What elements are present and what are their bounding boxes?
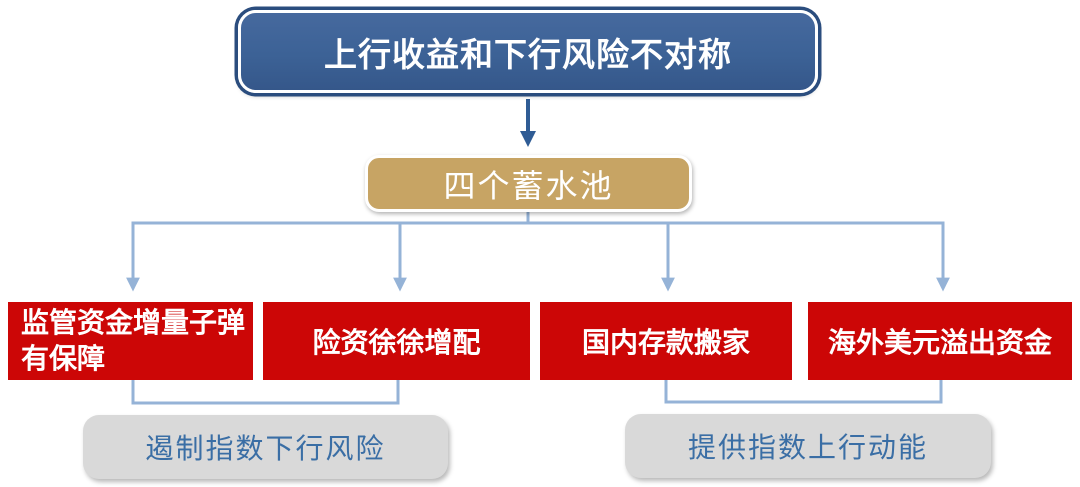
- bracket-left: [131, 380, 400, 405]
- reservoir-box-insurance-funds: 险资徐徐增配: [263, 302, 530, 380]
- outcome-upside-text: 提供指数上行动能: [687, 432, 928, 463]
- bracket-right: [664, 380, 943, 404]
- reservoir-box-domestic-deposits: 国内存款搬家: [540, 302, 792, 380]
- title-text: 上行收益和下行风险不对称: [324, 35, 732, 73]
- reservoir-box-regulatory-funds: 监管资金增量子弹 有保障: [8, 302, 253, 380]
- title-box: 上行收益和下行风险不对称: [238, 10, 818, 93]
- outcome-box-downside: 遏制指数下行风险: [83, 415, 448, 479]
- outcome-box-upside: 提供指数上行动能: [625, 414, 991, 478]
- hub-text: 四个蓄水池: [443, 167, 614, 204]
- hub-box: 四个蓄水池: [365, 155, 692, 212]
- reservoir-box-overseas-dollars: 海外美元溢出资金: [808, 302, 1072, 380]
- outcome-downside-text: 遏制指数下行风险: [145, 433, 386, 464]
